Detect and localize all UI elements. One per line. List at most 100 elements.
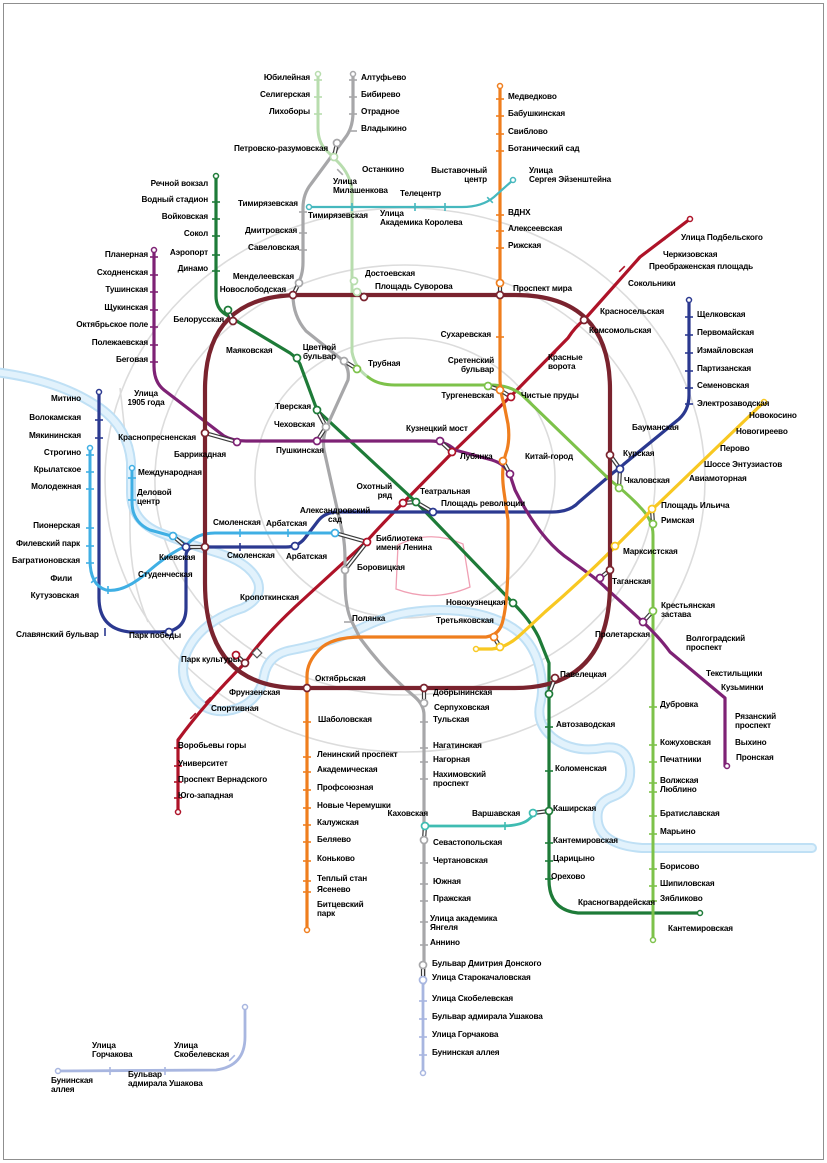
station-label: Парк культуры xyxy=(181,655,240,664)
station-marker xyxy=(428,507,438,517)
station-label: Спортивная xyxy=(211,704,259,713)
station-label: Маяковская xyxy=(226,346,273,355)
station-label: Кожуховская xyxy=(660,738,711,747)
station-marker xyxy=(550,673,560,683)
station-marker xyxy=(419,683,429,693)
diamond-icon xyxy=(251,647,263,659)
station-label: Сокольники xyxy=(628,279,676,288)
station-marker xyxy=(340,565,350,575)
station-marker xyxy=(228,316,238,326)
station-marker xyxy=(339,356,349,366)
station-marker xyxy=(292,353,302,363)
station-label: Нагорная xyxy=(433,755,470,764)
station-marker xyxy=(419,835,429,845)
station-marker xyxy=(419,698,429,708)
line-monorail xyxy=(307,178,515,209)
station-label: Новокузнецкая xyxy=(446,598,506,607)
station-marker xyxy=(168,531,178,541)
line-kakhovskaya xyxy=(423,810,539,828)
terminus-marker xyxy=(128,464,136,472)
station-label: Улица Горчакова xyxy=(432,1030,499,1039)
terminus-marker xyxy=(496,82,504,90)
station-label: Волжская xyxy=(660,776,699,785)
station-label: Тушинская xyxy=(105,285,148,294)
station-marker xyxy=(200,542,210,552)
road-ring xyxy=(154,264,656,696)
station-label: Алексеевская xyxy=(508,224,563,233)
station-label: Беляево xyxy=(317,835,351,844)
station-label: Филевский парк xyxy=(16,539,81,548)
terminus-marker xyxy=(150,246,158,254)
station-label: Партизанская xyxy=(697,364,751,373)
station-label: Авиамоторная xyxy=(689,474,747,483)
station-label: Царицыно xyxy=(553,854,595,863)
station-tick xyxy=(743,414,751,422)
station-label: Фрунзенская xyxy=(229,688,281,697)
station-tick xyxy=(204,696,212,704)
line-kaluzhsko-rizhskaya xyxy=(305,84,511,932)
station-label: Электрозаводская xyxy=(697,399,770,408)
station-label: Водный стадион xyxy=(142,195,209,204)
station-label: Юго-западная xyxy=(178,791,234,800)
station-label: Арбатская xyxy=(286,551,327,561)
center-area-outline xyxy=(395,536,471,597)
station-label: Багратионовская xyxy=(12,556,80,565)
station-marker xyxy=(648,606,658,616)
station-tick xyxy=(228,1054,236,1062)
station-label: Студенческая xyxy=(138,570,193,579)
terminus-marker xyxy=(760,398,768,406)
station-marker xyxy=(418,960,428,970)
station-label: Юбилейная xyxy=(264,72,311,82)
station-label: Пионерская xyxy=(33,521,80,530)
station-marker xyxy=(349,276,359,286)
station-tick xyxy=(549,351,557,359)
station-label: Рижская xyxy=(508,241,541,250)
station-label: Полянка xyxy=(352,614,386,623)
terminus-marker xyxy=(241,1003,249,1011)
station-label: Белорусская xyxy=(173,315,224,324)
station-label: Профсоюзная xyxy=(317,783,374,792)
map-frame xyxy=(3,3,824,1160)
line-butovskaya-2 xyxy=(56,1005,247,1073)
station-label: Менделеевская xyxy=(233,272,295,281)
station-label: Новокосино xyxy=(749,411,797,420)
station-marker xyxy=(352,287,362,297)
station-label: Красносельская xyxy=(600,307,665,316)
station-label: Щукинская xyxy=(104,303,148,312)
station-marker xyxy=(495,290,505,300)
station-label: Чеховская xyxy=(274,420,315,429)
station-marker xyxy=(483,381,493,391)
station-label: Семеновская xyxy=(697,381,749,390)
station-label: Площадь Ильича xyxy=(661,501,730,510)
station-label: Проспект мира xyxy=(513,284,573,293)
station-label: Добрынинская xyxy=(433,687,492,697)
terminus-marker xyxy=(472,645,480,653)
station-marker xyxy=(200,428,210,438)
station-label: Новогиреево xyxy=(736,427,788,436)
station-label: Лубянка xyxy=(460,451,493,461)
station-marker xyxy=(181,542,191,552)
station-label: Кантемировская xyxy=(553,836,618,845)
station-marker xyxy=(506,392,516,402)
station-label: Коломенская xyxy=(555,764,607,773)
station-label: Новые Черемушки xyxy=(317,801,391,810)
station-label: Красногвардейская xyxy=(578,898,655,907)
station-label: Орехово xyxy=(551,872,585,881)
station-marker xyxy=(398,498,408,508)
station-label: Воробьевы горы xyxy=(178,740,246,750)
station-marker xyxy=(312,436,322,446)
station-label: Речной вокзал xyxy=(151,179,208,188)
terminus-marker xyxy=(419,1069,427,1077)
station-label: Выхино xyxy=(735,738,767,747)
station-label: Китай-город xyxy=(525,452,574,461)
station-label: Бульвар Дмитрия Донского xyxy=(432,959,542,968)
